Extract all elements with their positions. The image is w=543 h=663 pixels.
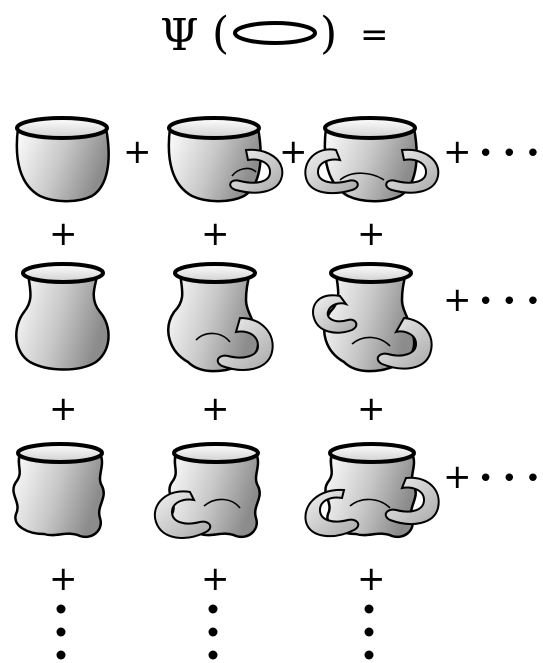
plus-sign: +: [201, 389, 230, 429]
plus-sign: +: [357, 214, 386, 254]
plus-sign: +: [201, 559, 230, 599]
plus-sign: +: [49, 214, 78, 254]
equals-sign: =: [360, 15, 389, 55]
surface-r3-c2: [153, 442, 261, 539]
surface-r2-c3: [312, 262, 433, 373]
vertical-ellipsis-col3: [364, 604, 374, 660]
ellipsis-dots: • • •: [478, 139, 541, 169]
ellipsis-dots: • • •: [478, 287, 541, 317]
surface-r1-c3: [304, 116, 440, 203]
ellipsis-dots: • • •: [478, 464, 541, 494]
surface-r2-c2: [167, 262, 274, 373]
close-paren: ): [320, 8, 337, 59]
plus-sign: +: [443, 280, 472, 320]
plus-sign: +: [279, 132, 308, 172]
surface-r2-c1: [15, 262, 110, 371]
surface-r3-c3: [304, 442, 440, 539]
plus-sign: +: [123, 132, 152, 172]
plus-sign: +: [357, 389, 386, 429]
plus-sign: +: [357, 559, 386, 599]
vertical-ellipsis-col1: [56, 604, 66, 660]
plus-sign: +: [443, 457, 472, 497]
plus-sign: +: [49, 559, 78, 599]
plus-sign: +: [49, 389, 78, 429]
vertical-ellipsis-col2: [208, 604, 218, 660]
open-paren: (: [212, 8, 229, 59]
surface-r1-c2: [167, 116, 284, 203]
surface-r1-c1: [15, 116, 110, 203]
plus-sign: +: [201, 214, 230, 254]
psi-symbol: Ψ: [160, 10, 199, 61]
plus-sign: +: [443, 132, 472, 172]
loop-ring-icon: [233, 21, 317, 45]
surface-r3-c1: [12, 442, 105, 539]
equation-header: Ψ ( ) =: [160, 8, 389, 61]
